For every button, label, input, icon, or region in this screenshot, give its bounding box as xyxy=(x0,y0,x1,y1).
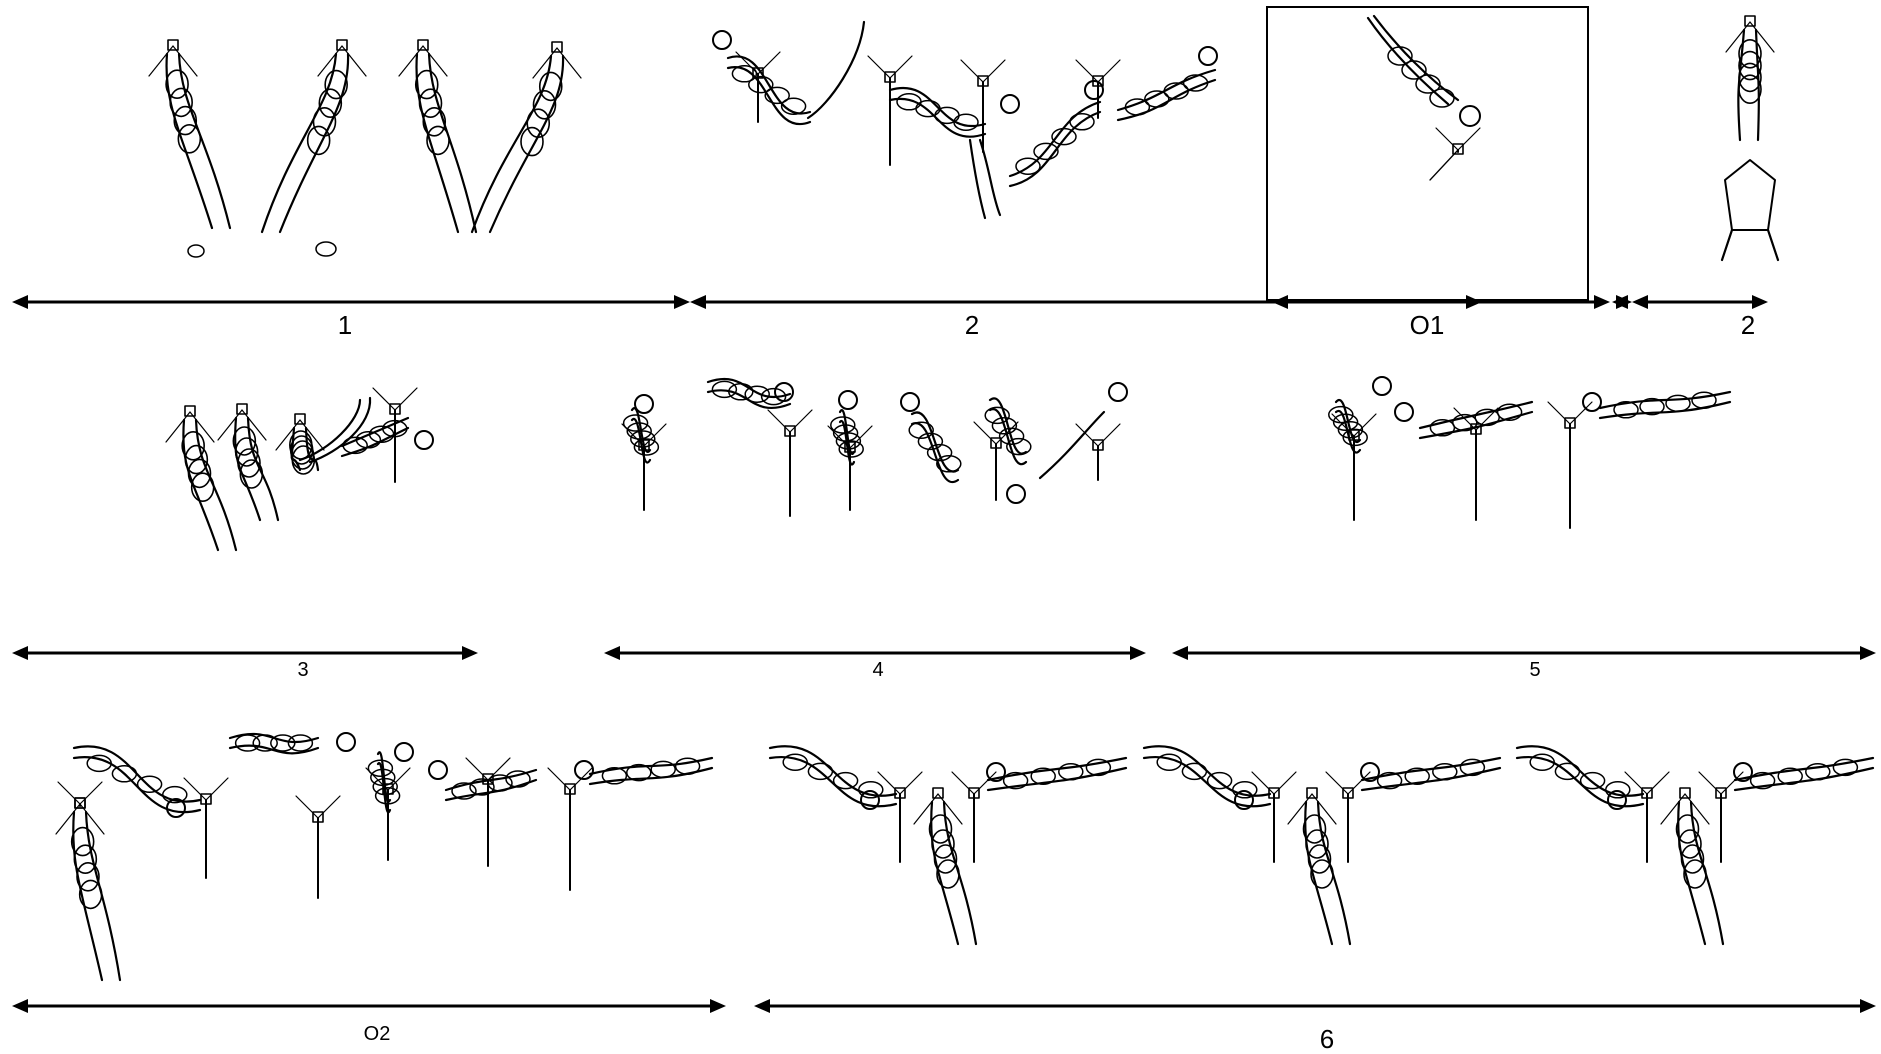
figure-4b xyxy=(706,377,794,410)
figure-1c xyxy=(398,39,478,234)
figure-6-right-3 xyxy=(1733,756,1875,792)
row-2-segment-5-figures xyxy=(1328,376,1732,529)
arrow-segment-3 xyxy=(12,646,478,660)
figure-o2f xyxy=(574,756,714,786)
figure-6-left-1 xyxy=(768,745,898,810)
row-2-segment-4-figures xyxy=(621,377,1128,517)
figure-5b xyxy=(1394,400,1534,440)
arrow-segment-o1 xyxy=(1272,295,1482,309)
segment-label-2: 2 xyxy=(964,310,980,340)
row-1-segment-2-figures xyxy=(712,20,1218,220)
figure-6-center-3 xyxy=(1660,787,1725,946)
marker-circle-1 xyxy=(187,244,205,258)
figure-6-center-2 xyxy=(1287,787,1352,946)
figure-handstand xyxy=(1720,15,1780,262)
figure-o2a xyxy=(55,797,122,982)
figure-o2c xyxy=(228,732,356,755)
figure-1a xyxy=(148,39,232,230)
figure-4e xyxy=(984,397,1032,504)
figure-1b xyxy=(260,39,367,234)
figure-3c xyxy=(275,413,325,475)
arrow-segment-2b xyxy=(1632,295,1768,309)
row-2-segment-3-figures xyxy=(165,387,434,552)
segment-label-6: 6 xyxy=(1319,1024,1335,1054)
figure-handstand-upper xyxy=(1725,15,1775,142)
figure-o2e xyxy=(428,760,538,802)
segment-label-4: 4 xyxy=(872,659,884,681)
figure-5c xyxy=(1582,390,1732,420)
figure-o2b xyxy=(72,745,202,818)
arrow-segment-o2 xyxy=(12,999,726,1013)
figure-6-center-1 xyxy=(913,787,978,946)
figure-6-group-3 xyxy=(1515,745,1875,946)
segment-label-o1: O1 xyxy=(1409,310,1445,340)
figure-6-left-2 xyxy=(1142,745,1272,810)
figure-2c xyxy=(1008,80,1104,188)
arrow-segment-5 xyxy=(1172,646,1876,660)
figure-2b xyxy=(888,86,1020,138)
figure-2a xyxy=(712,30,812,126)
figure-o2d xyxy=(367,742,414,814)
segment-label-o2: O2 xyxy=(363,1023,391,1045)
figure-6-right-2 xyxy=(1360,756,1502,792)
o1-highlight-box xyxy=(1266,6,1589,301)
segment-label-2b: 2 xyxy=(1740,310,1756,340)
figure-o1 xyxy=(1366,14,1481,181)
figure-6-left-3 xyxy=(1515,745,1645,810)
row-1-figures xyxy=(148,39,582,258)
figure-5a xyxy=(1328,376,1392,454)
segment-label-5: 5 xyxy=(1529,659,1541,681)
figure-6-group-2 xyxy=(1142,745,1502,946)
segment-label-3: 3 xyxy=(297,659,309,681)
figure-4d xyxy=(900,392,962,484)
figure-3a xyxy=(165,405,238,552)
figure-3d xyxy=(340,416,434,458)
row-3-o2-figures xyxy=(55,732,714,982)
arrow-segment-connector xyxy=(1612,295,1632,309)
figure-3b xyxy=(217,403,280,522)
figure-1d xyxy=(470,41,582,234)
marker-circle-2 xyxy=(315,241,337,257)
row-3-segment-6-figures xyxy=(768,745,1875,946)
figure-6-right-1 xyxy=(986,756,1128,792)
figure-2d xyxy=(1116,46,1218,122)
figure-6-group-1 xyxy=(768,745,1128,946)
segment-label-1: 1 xyxy=(337,310,353,340)
arrow-segment-6 xyxy=(754,999,1876,1013)
figure-4a xyxy=(622,394,660,464)
figure-4c xyxy=(830,390,864,466)
arrow-segment-4 xyxy=(604,646,1146,660)
arrow-segment-1 xyxy=(12,295,690,309)
